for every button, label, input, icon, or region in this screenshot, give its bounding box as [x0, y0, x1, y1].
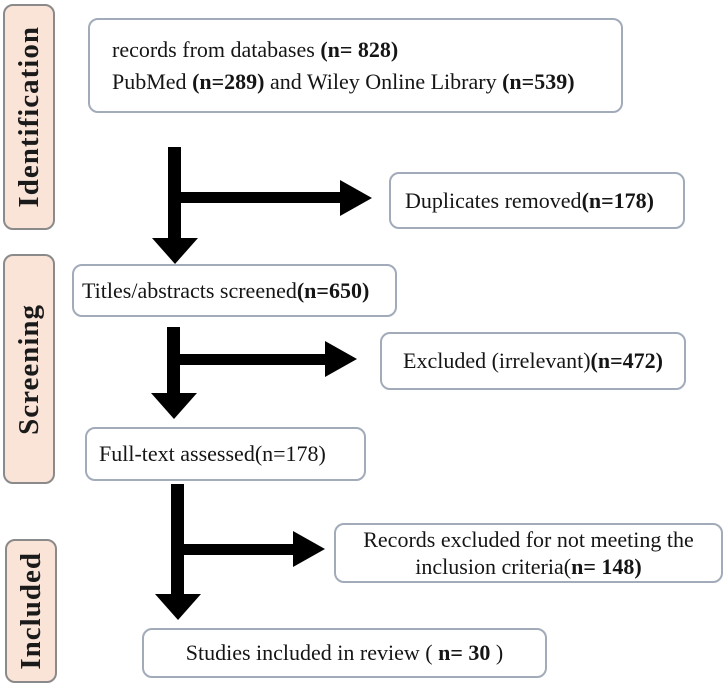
box-records-line2: PubMed (n=289) and Wiley Online Library …	[112, 68, 575, 94]
arrow-right-icon	[340, 180, 372, 216]
box-studies-text: Studies included in review ( n= 30 )	[185, 640, 504, 665]
box-studies-included: Studies included in review ( n= 30 )	[142, 628, 547, 678]
stage-label-included: Included	[5, 539, 57, 683]
arrow-down-icon	[152, 238, 198, 264]
box-titles-abstracts-screened: Titles/abstracts screened(n=650)	[72, 264, 397, 317]
box-excluded-text: Excluded (irrelevant)(n=472)	[403, 348, 663, 373]
box-duplicates-text: Duplicates removed(n=178)	[405, 187, 654, 213]
box-records-excluded-line2: inclusion criteria(n= 148)	[415, 554, 642, 579]
box-duplicates-removed: Duplicates removed(n=178)	[389, 172, 685, 229]
stage-label-identification: Identification	[3, 4, 55, 230]
arrow-right-icon	[293, 531, 325, 567]
box-titles-text: Titles/abstracts screened(n=650)	[82, 277, 370, 303]
stage-label-screening-text: Screening	[12, 303, 45, 435]
stage-label-screening: Screening	[3, 254, 55, 484]
box-records-line1: records from databases (n= 828)	[112, 36, 399, 62]
box-fulltext-text: Full-text assessed(n=178)	[99, 441, 326, 466]
stage-label-included-text: Included	[14, 552, 47, 670]
box-excluded-irrelevant: Excluded (irrelevant)(n=472)	[380, 332, 686, 390]
stage-label-identification-text: Identification	[12, 26, 45, 208]
box-records-excluded-criteria: Records excluded for not meeting the inc…	[334, 523, 723, 583]
box-records-excluded-line1: Records excluded for not meeting the	[363, 527, 694, 552]
arrow-down-icon	[151, 393, 197, 419]
arrow-right-icon	[325, 341, 357, 377]
box-fulltext-assessed: Full-text assessed(n=178)	[85, 427, 366, 481]
arrow-included-shaft	[171, 484, 184, 594]
arrow-records-excluded-shaft	[171, 544, 293, 555]
arrow-down-icon	[155, 594, 201, 620]
arrow-excluded-shaft	[167, 354, 325, 365]
box-records-identified: records from databases (n= 828) PubMed (…	[88, 18, 623, 113]
arrow-duplicates-shaft	[168, 192, 340, 203]
